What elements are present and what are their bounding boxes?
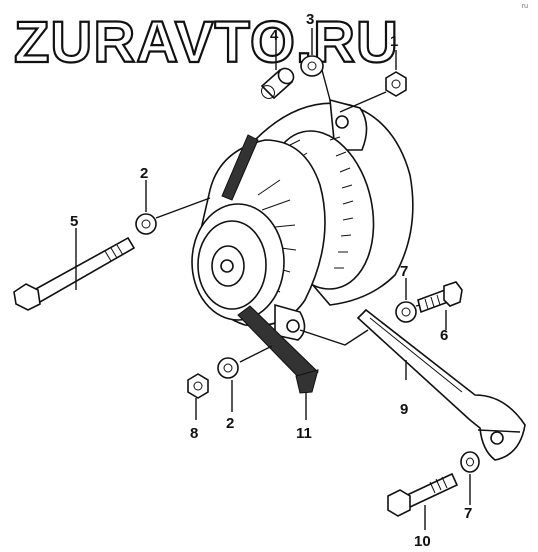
lower-bolt (387, 472, 459, 517)
alternator (191, 98, 414, 341)
washer-right (395, 301, 417, 323)
callout-3: 3 (306, 11, 314, 28)
nut-top (385, 71, 407, 97)
drive-belt (221, 134, 319, 394)
callout-5: 5 (70, 213, 78, 230)
callout-6: 6 (440, 327, 448, 344)
washer-bottom (217, 357, 239, 379)
callout-2a: 2 (140, 165, 148, 182)
watermark-logo: ZURAVTO.RU (14, 10, 399, 75)
spacer-sleeve (260, 67, 295, 100)
callout-10: 10 (414, 533, 431, 550)
callout-7a: 7 (400, 263, 408, 280)
washer-lower (460, 451, 480, 473)
long-bolt (13, 236, 136, 311)
washer-top (300, 55, 324, 77)
callout-7b: 7 (464, 505, 472, 522)
adjusting-bracket (356, 308, 526, 461)
leader-lines (75, 28, 521, 530)
callout-1: 1 (390, 33, 398, 50)
short-bolt (417, 281, 463, 314)
callout-4: 4 (270, 27, 279, 44)
nut-bottom (187, 373, 209, 399)
washer-left (135, 213, 157, 235)
callout-8: 8 (190, 425, 198, 442)
callout-2b: 2 (226, 415, 234, 432)
callout-11: 11 (296, 425, 312, 442)
callout-9: 9 (400, 401, 408, 418)
corner-mark: ru (521, 3, 528, 10)
